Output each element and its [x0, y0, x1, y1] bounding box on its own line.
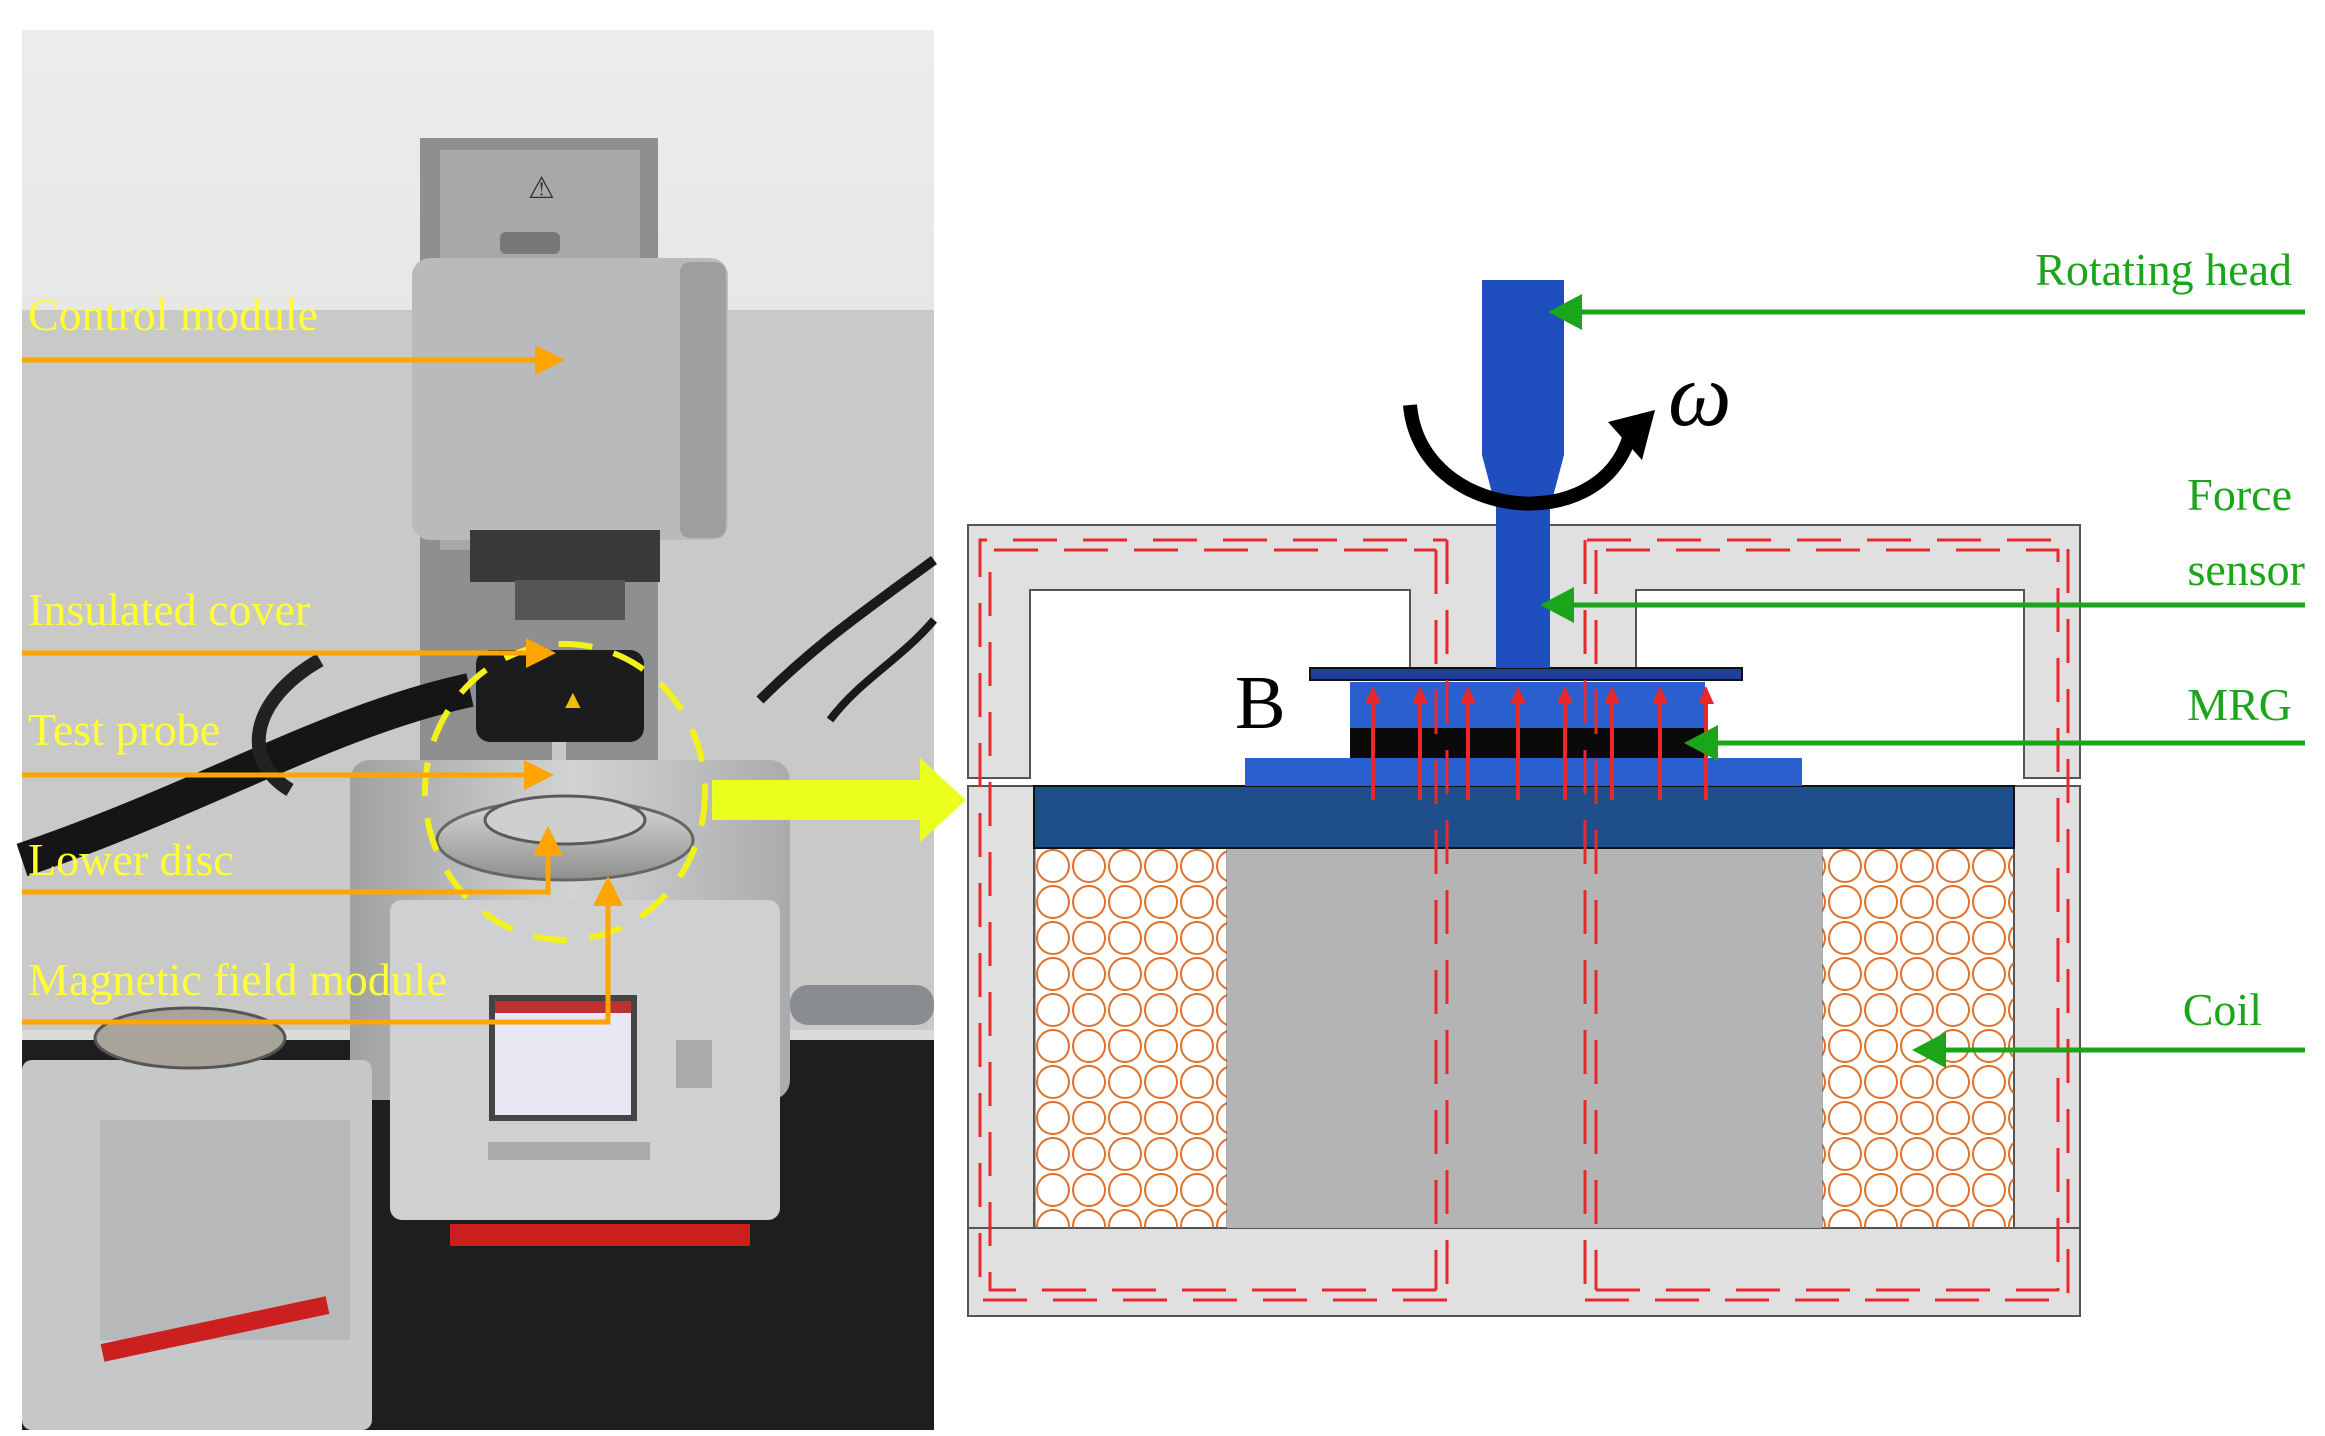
field-loop-right-inner [1596, 548, 2060, 1292]
right-cables [756, 555, 937, 704]
arrow-head-mrg [1684, 725, 1718, 761]
grey-hose [790, 985, 934, 1025]
screen-header [495, 1001, 631, 1013]
arrow-head-force-sensor [1540, 587, 1574, 623]
arrow-head-coil [1912, 1032, 1946, 1068]
arrow-head-lower-disc [533, 826, 563, 856]
label-rotating-head: Rotating head [2035, 244, 2292, 295]
connector-arrow [712, 758, 966, 842]
schematic-arrows [1540, 294, 2305, 1068]
head-mount [470, 530, 660, 582]
omega-symbol: ω [1668, 346, 1732, 445]
warning-icon: ⚠ [528, 172, 555, 205]
field-loop-left-outer [978, 538, 1447, 1302]
b-field-arrow-head-6 [1604, 686, 1620, 704]
arrow-head-magnetic-field-module [593, 876, 623, 906]
iron-core [1227, 848, 1822, 1228]
connector-arrow-shaft [712, 780, 922, 820]
nav-buttons [676, 1040, 712, 1088]
b-field-arrow-head-3 [1460, 686, 1476, 704]
field-loop-left-inner [988, 548, 1436, 1292]
lower-disc [1245, 758, 1802, 786]
black-cable-2 [251, 653, 324, 796]
label-force-sensor-line2: sensor [2187, 544, 2305, 595]
device-stripe [450, 1224, 750, 1246]
b-field-arrow-head-2 [1412, 686, 1428, 704]
rotating-head-upper [1482, 280, 1564, 455]
arrow-lower-disc [22, 850, 551, 895]
rotating-head-neck [1496, 508, 1550, 668]
touch-screen [489, 995, 637, 1121]
arrow-magnetic-field-module [22, 900, 611, 1025]
rotation-arrow [1403, 404, 1637, 511]
magnetic-field-lines [978, 538, 2070, 1302]
b-field-arrow-head-7 [1652, 686, 1668, 704]
right-cables-2 [826, 617, 938, 723]
label-magnetic-field-module: Magnetic field module [28, 954, 447, 1005]
arrow-head-rotating-head [1548, 294, 1582, 330]
control-module-side [680, 262, 726, 538]
rheometer-photo: ⚠ ▲ [16, 30, 938, 1430]
tower-handle [500, 232, 560, 254]
lower-disc-plate [483, 794, 647, 846]
arrow-head-control-module [535, 345, 565, 375]
arrow-head-test-probe [524, 760, 554, 790]
arrow-head-insulated-cover [526, 638, 556, 668]
control-module-housing [412, 258, 728, 540]
base-plate [1033, 785, 2015, 849]
b-field-arrow-head-8 [1698, 686, 1714, 704]
coil-left [1034, 847, 1228, 1229]
label-coil: Coil [2183, 984, 2262, 1035]
mfm-stripe [100, 1296, 330, 1362]
highlight-circle [422, 641, 708, 943]
insulated-cover-body [476, 650, 644, 742]
label-force-sensor-line1: Force [2187, 469, 2292, 520]
frame-bottom [967, 1227, 2081, 1317]
field-loop-right-outer [1585, 538, 2070, 1302]
mfm-top-disc [93, 1006, 287, 1070]
rotation-arrow-head [1608, 410, 1655, 460]
connector-arrow-head [920, 758, 966, 842]
coil-right [1821, 847, 2015, 1229]
label-control-module: Control module [28, 289, 318, 340]
label-test-probe: Test probe [28, 704, 220, 755]
photo-arrows [22, 345, 623, 1025]
label-insulated-cover: Insulated cover [28, 584, 310, 635]
screen-buttons [488, 1142, 650, 1160]
upper-plate [1309, 667, 1743, 681]
b-field-symbol: B [1235, 661, 1286, 745]
label-mrg: MRG [2187, 679, 2292, 730]
hot-surface-icon: ▲ [560, 685, 586, 714]
mrg-layer [1350, 728, 1705, 758]
upper-disc [1350, 682, 1705, 728]
b-field-arrow-head-5 [1557, 686, 1573, 704]
b-field-arrow-head-1 [1365, 686, 1381, 704]
label-lower-disc: Lower disc [28, 834, 234, 885]
head-collar [515, 580, 625, 620]
mrg-test-schematic: ω B Rotating head Force [967, 244, 2305, 1317]
b-field-arrow-head-4 [1510, 686, 1526, 704]
